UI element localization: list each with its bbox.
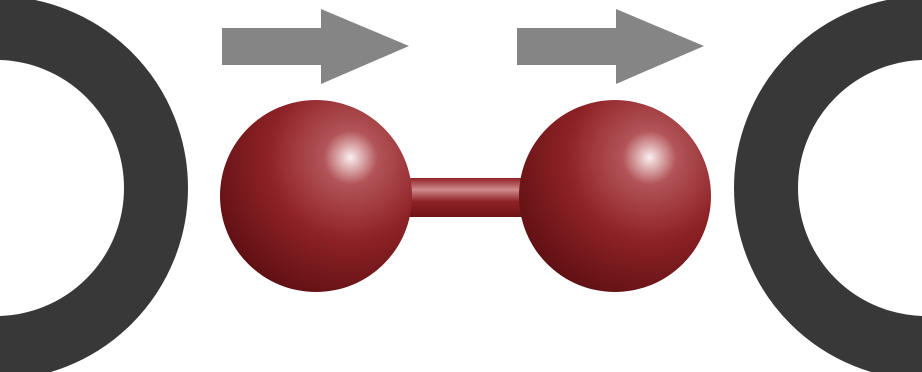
left-ring (0, 0, 188, 372)
bond (405, 178, 529, 217)
atom-right (519, 100, 711, 292)
right-ring (734, 0, 922, 372)
arrow-icon (222, 9, 409, 84)
arrow-icon (517, 9, 704, 84)
atom-left (220, 100, 412, 292)
